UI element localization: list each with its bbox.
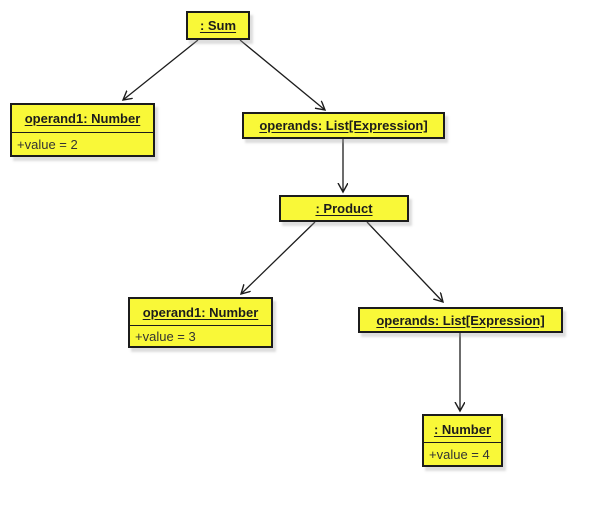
node-product-operands-label: operands: List[Expression] [376,312,545,328]
edge-sum-to-operands [239,39,325,110]
node-product[interactable]: : Product [279,195,409,222]
node-product-operand1-label: operand1: Number [142,304,259,320]
node-sum-operands-label: operands: List[Expression] [259,118,428,133]
edge-sum-to-operand1 [123,39,199,100]
node-sum-operands[interactable]: operands: List[Expression] [242,112,445,139]
edge-product-to-operands [366,221,443,302]
node-sum-operand1-attribute: +value = 2 [12,132,153,155]
edge-product-to-operand1 [241,221,316,294]
node-sum-operand1[interactable]: operand1: Number +value = 2 [10,103,155,157]
node-number-attribute: +value = 4 [424,442,501,465]
node-sum[interactable]: : Sum [186,11,250,40]
node-product-label: : Product [315,201,373,216]
node-product-operand1-attribute: +value = 3 [130,325,271,346]
node-number[interactable]: : Number +value = 4 [422,414,503,467]
node-product-operand1[interactable]: operand1: Number +value = 3 [128,297,273,348]
node-sum-label: : Sum [199,18,237,33]
node-sum-operand1-label: operand1: Number [24,111,141,126]
node-product-operands[interactable]: operands: List[Expression] [358,307,563,333]
node-number-label: : Number [433,421,492,437]
